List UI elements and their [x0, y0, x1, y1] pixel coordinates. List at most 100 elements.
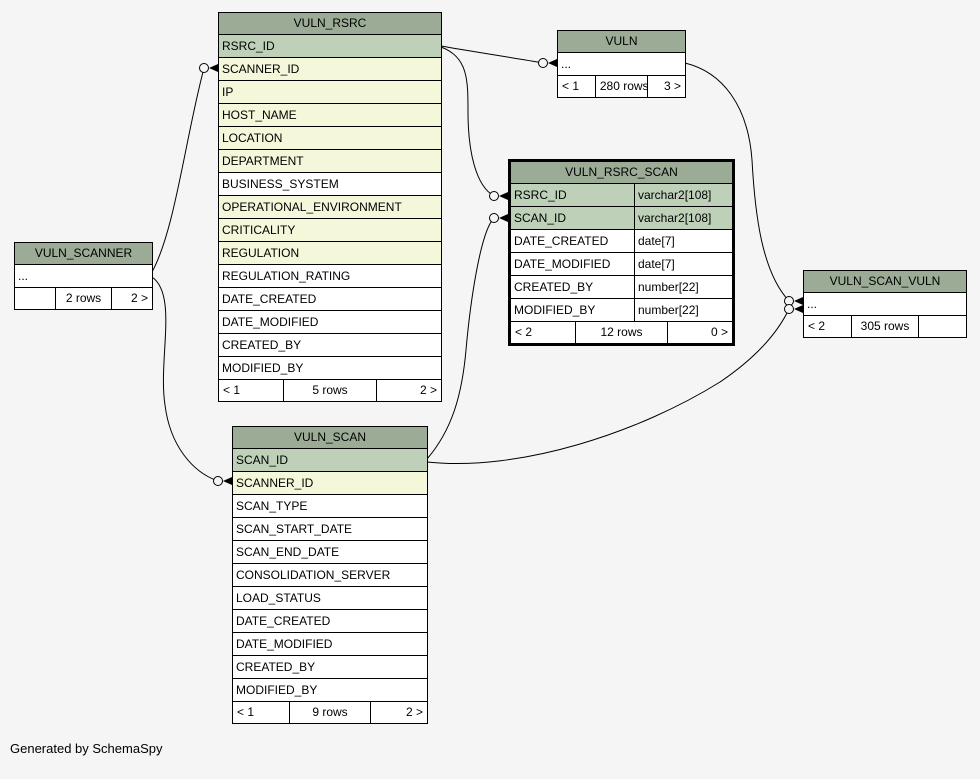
column-row-created-by: CREATED_BY — [233, 656, 427, 679]
table-title[interactable]: VULN_RSRC — [219, 13, 441, 35]
column-name: CONSOLIDATION_SERVER — [236, 568, 391, 582]
column-row-load-status: LOAD_STATUS — [233, 587, 427, 610]
column-row-location: LOCATION — [219, 127, 441, 150]
column-row-scanner-id: SCANNER_ID — [219, 58, 441, 81]
generated-by-note: Generated by SchemaSpy — [10, 741, 163, 756]
column-row-ip: IP — [219, 81, 441, 104]
children-count: 2 > — [131, 291, 149, 305]
column-row-host-name: HOST_NAME — [219, 104, 441, 127]
column-name: DEPARTMENT — [222, 154, 304, 168]
column-row-modified-by: MODIFIED_BY — [219, 357, 441, 380]
children-count: 0 > — [711, 325, 729, 339]
table-footer: 2 rows 2 > — [15, 288, 152, 309]
column-name: MODIFIED_BY — [222, 361, 304, 375]
table-title[interactable]: VULN_SCAN_VULN — [804, 271, 966, 293]
column-row-scan-start-date: SCAN_START_DATE — [233, 518, 427, 541]
column-row-operational-environment: OPERATIONAL_ENVIRONMENT — [219, 196, 441, 219]
column-name: REGULATION_RATING — [222, 269, 351, 283]
table-footer: < 1 280 rows 3 > — [558, 76, 685, 97]
column-name: DATE_MODIFIED — [236, 637, 333, 651]
column-type: date[7] — [634, 230, 732, 252]
column-row-date-modified: DATE_MODIFIED — [219, 311, 441, 334]
column-name: MODIFIED_BY — [236, 683, 318, 697]
column-name: HOST_NAME — [222, 108, 297, 122]
column-row-scan-id: SCAN_ID — [233, 449, 427, 472]
column-row-date-created: DATE_CREATED date[7] — [511, 230, 732, 253]
relationship-arrowhead-icon — [794, 297, 803, 305]
column-row-scanner-id: SCANNER_ID — [233, 472, 427, 495]
cardinality-circle-icon — [489, 213, 499, 223]
column-name: IP — [222, 85, 234, 99]
children-count — [919, 316, 966, 337]
rows-count: 5 rows — [283, 380, 377, 401]
column-name: RSRC_ID — [514, 188, 567, 202]
rows-count: 280 rows — [594, 76, 649, 97]
children-count: 2 > — [405, 705, 423, 719]
column-row-regulation: REGULATION — [219, 242, 441, 265]
relationship-line — [440, 45, 544, 64]
column-row-date-created: DATE_CREATED — [219, 288, 441, 311]
column-name: CRITICALITY — [222, 223, 296, 237]
column-name: BUSINESS_SYSTEM — [222, 177, 339, 191]
column-row-department: DEPARTMENT — [219, 150, 441, 173]
column-name: SCANNER_ID — [222, 62, 300, 76]
column-row-regulation-rating: REGULATION_RATING — [219, 265, 441, 288]
table-vuln-scan[interactable]: VULN_SCAN SCAN_ID SCANNER_ID SCAN_TYPE SCAN_… — [232, 426, 428, 724]
table-vuln-rsrc[interactable]: VULN_RSRC RSRC_ID SCANNER_ID IP HOST_NAME LOC… — [218, 12, 442, 402]
column-row-created-by: CREATED_BY — [219, 334, 441, 357]
column-name: ... — [18, 269, 29, 283]
relationship-arrowhead-icon — [794, 305, 803, 313]
table-vuln-scanner[interactable]: VULN_SCANNER... 2 rows 2 > — [14, 242, 153, 310]
column-type: varchar2[108] — [634, 184, 732, 206]
column-name: DATE_MODIFIED — [222, 315, 319, 329]
column-name: LOCATION — [222, 131, 283, 145]
column-row-scan-end-date: SCAN_END_DATE — [233, 541, 427, 564]
column-name: OPERATIONAL_ENVIRONMENT — [222, 200, 402, 214]
cardinality-circle-icon — [489, 191, 499, 201]
parents-count: < 2 — [808, 319, 826, 333]
column-row-rsrc-id: RSRC_ID varchar2[108] — [511, 184, 732, 207]
children-count: 3 > — [663, 79, 681, 93]
column-name: SCAN_TYPE — [236, 499, 308, 513]
column-name: CREATED_BY — [514, 280, 594, 294]
table-title[interactable]: VULN_SCAN — [233, 427, 427, 449]
column-row-date-created: DATE_CREATED — [233, 610, 427, 633]
column-name: ... — [807, 297, 818, 311]
column-row-rsrc-id: RSRC_ID — [219, 35, 441, 58]
relationship-arrowhead-icon — [209, 64, 218, 72]
column-name: CREATED_BY — [222, 338, 302, 352]
column-name: MODIFIED_BY — [514, 303, 596, 317]
column-row-date-modified: DATE_MODIFIED — [233, 633, 427, 656]
column-name: RSRC_ID — [222, 39, 275, 53]
cardinality-circle-icon — [213, 476, 223, 486]
cardinality-circle-icon — [538, 58, 548, 68]
column-name: DATE_CREATED — [222, 292, 317, 306]
relationship-line — [151, 276, 219, 482]
column-row--: ... — [804, 293, 966, 316]
children-count: 2 > — [419, 383, 437, 397]
rows-count: 9 rows — [289, 702, 371, 723]
table-title[interactable]: VULN — [558, 31, 685, 53]
rows-count: 2 rows — [54, 288, 113, 309]
table-title[interactable]: VULN_RSRC_SCAN — [511, 162, 732, 184]
column-type: number[22] — [634, 276, 732, 298]
table-title[interactable]: VULN_SCANNER — [15, 243, 152, 265]
column-name: DATE_CREATED — [514, 234, 609, 248]
column-type: varchar2[108] — [634, 207, 732, 229]
relationship-line — [684, 62, 790, 302]
column-name: SCAN_ID — [236, 453, 289, 467]
column-name: DATE_MODIFIED — [514, 257, 611, 271]
parents-count: < 1 — [562, 79, 580, 93]
column-name: SCAN_END_DATE — [236, 545, 340, 559]
column-name: LOAD_STATUS — [236, 591, 321, 605]
relationship-line — [440, 46, 495, 197]
column-name: CREATED_BY — [236, 660, 316, 674]
